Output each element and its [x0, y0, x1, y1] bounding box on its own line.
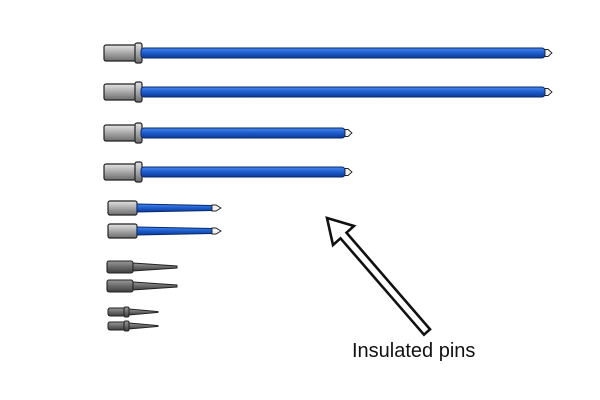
medium-insulated-pin-2	[103, 161, 353, 183]
small-pin-2	[107, 320, 159, 332]
long-insulated-pin-2	[103, 81, 553, 103]
long-insulated-pin-1	[103, 42, 553, 64]
small-pin-1	[107, 306, 159, 318]
medium-insulated-pin-1	[103, 122, 353, 144]
short-insulated-pin-2	[107, 223, 222, 239]
uninsulated-pin-1	[106, 260, 178, 274]
pointer-arrow-icon	[325, 216, 432, 337]
short-insulated-pin-1	[107, 200, 222, 216]
uninsulated-pin-2	[106, 279, 178, 293]
insulated-pins-label: Insulated pins	[352, 340, 476, 362]
